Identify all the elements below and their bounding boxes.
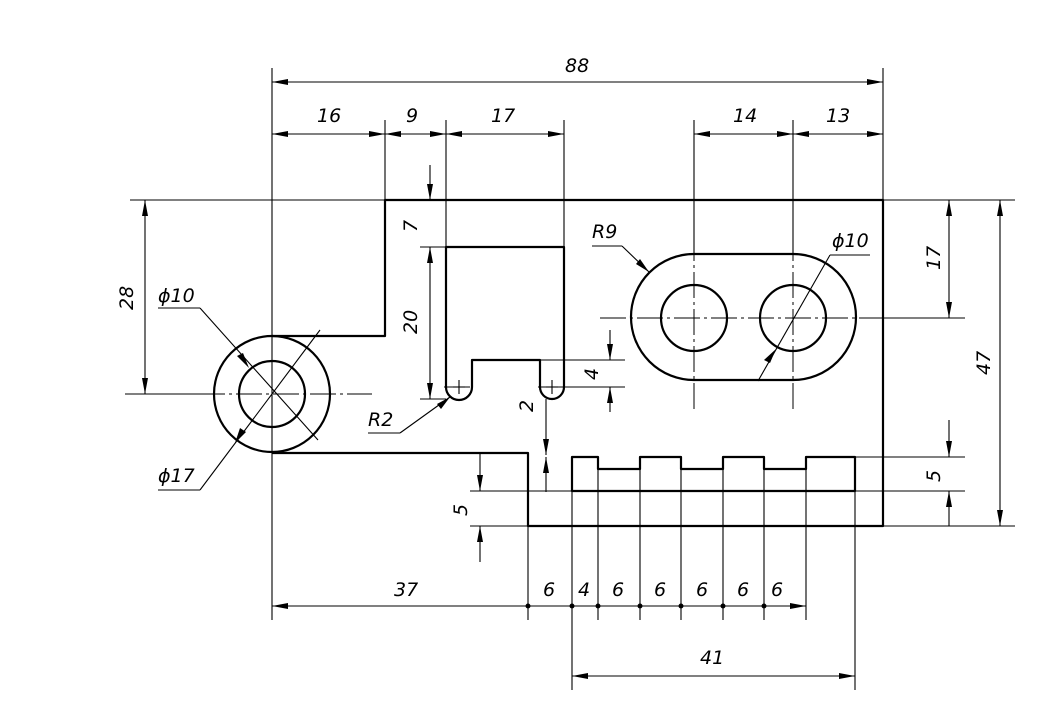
comb-teeth-outline xyxy=(570,455,857,493)
dim-14: 14 xyxy=(733,105,757,127)
dimension-texts: 88 16 9 17 14 13 28 7 20 4 2 5 17 47 5 3… xyxy=(116,55,995,669)
dim-step-6d: 6 xyxy=(696,579,708,601)
dim-16: 16 xyxy=(317,105,341,127)
dim-4: 4 xyxy=(581,368,603,380)
dim-5-right: 5 xyxy=(923,470,945,482)
dim-5-left: 5 xyxy=(450,504,472,516)
callout-dia17: ϕ17 xyxy=(158,465,195,487)
dim-9: 9 xyxy=(406,105,418,127)
dim-28: 28 xyxy=(116,286,138,310)
dim-step-4: 4 xyxy=(578,579,590,601)
dim-step-6e: 6 xyxy=(737,579,749,601)
dim-overall-width: 88 xyxy=(565,55,589,77)
dim-step-6f: 6 xyxy=(771,579,783,601)
dim-37: 37 xyxy=(394,579,418,601)
slot-outline xyxy=(444,245,566,402)
slot-center-marks xyxy=(453,380,558,394)
dim-2: 2 xyxy=(516,400,538,412)
dimension-lines xyxy=(142,79,1003,679)
dim-41: 41 xyxy=(700,647,724,669)
part-outline xyxy=(212,198,885,528)
obround-outline xyxy=(629,252,858,382)
callout-r9: R9 xyxy=(592,221,617,243)
dim-17-right: 17 xyxy=(923,246,945,270)
leader-lines xyxy=(158,245,870,491)
dim-step-6a: 6 xyxy=(543,579,555,601)
dim-17-top: 17 xyxy=(491,105,515,127)
dim-20: 20 xyxy=(400,310,422,334)
main-body-outline xyxy=(272,198,885,528)
callout-dia10-right: ϕ10 xyxy=(832,230,869,252)
dim-13: 13 xyxy=(826,105,850,127)
callout-dia10-left: ϕ10 xyxy=(158,285,195,307)
callout-r2: R2 xyxy=(368,409,393,431)
dim-step-6c: 6 xyxy=(654,579,666,601)
dim-47: 47 xyxy=(973,351,995,375)
dim-step-6b: 6 xyxy=(612,579,624,601)
dim-7: 7 xyxy=(400,220,422,232)
